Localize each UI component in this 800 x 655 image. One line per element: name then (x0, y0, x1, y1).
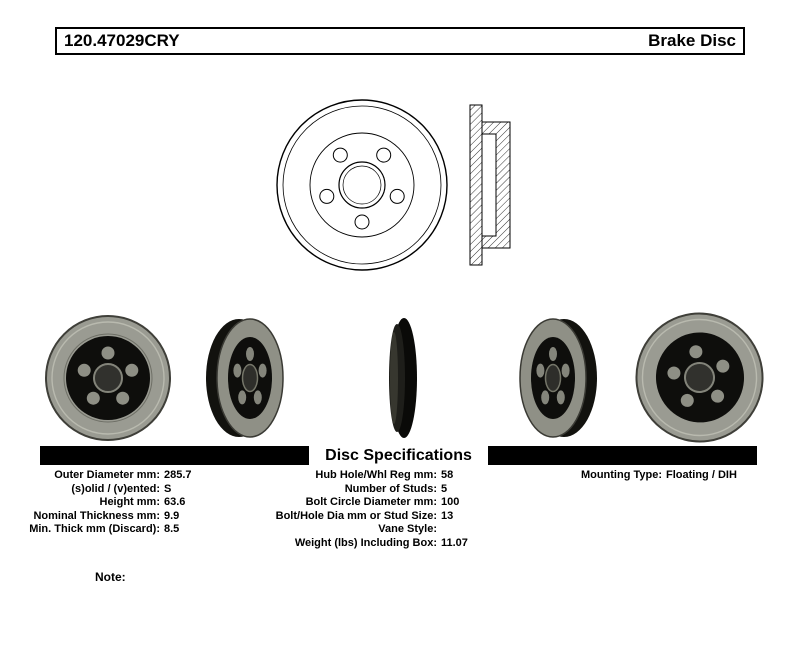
header-bar: 120.47029CRY Brake Disc (55, 27, 745, 55)
spec-value: 100 (441, 496, 460, 509)
spec-section-header: Disc Specifications (40, 446, 757, 465)
note-label: Note: (95, 570, 126, 584)
spec-hub-hole: Hub Hole/Whl Reg mm: 58 (230, 469, 468, 483)
spec-column-center: Hub Hole/Whl Reg mm: 58 Number of Studs:… (230, 469, 468, 551)
photo-disc-front-view (45, 315, 171, 441)
spec-outer-diameter: Outer Diameter mm: 285.7 (20, 469, 192, 483)
spec-value: 8.5 (164, 523, 180, 536)
spec-value: 58 (441, 469, 454, 481)
photo-disc-front-angled-view (635, 312, 764, 443)
spec-label: Vane Style: (378, 523, 437, 536)
spec-label: Number of Studs: (344, 482, 437, 495)
spec-bolt-circle-diameter: Bolt Circle Diameter mm: 100 (230, 496, 468, 510)
spec-vane-style: Vane Style: (230, 523, 468, 537)
spec-value: 13 (441, 509, 454, 522)
spec-nominal-thickness: Nominal Thickness mm: 9.9 (20, 510, 192, 524)
divider-bar-left (40, 446, 310, 465)
spec-value: 285.7 (164, 469, 192, 481)
spec-height: Height mm: 63.6 (20, 496, 192, 510)
spec-column-left: Outer Diameter mm: 285.7 (s)olid / (v)en… (20, 469, 192, 537)
spec-value: 9.9 (164, 509, 180, 522)
spec-label: (s)olid / (v)ented: (71, 482, 160, 495)
part-number: 120.47029CRY (64, 31, 180, 50)
spec-solid-vented: (s)olid / (v)ented: S (20, 483, 192, 497)
spec-min-thickness: Min. Thick mm (Discard): 8.5 (20, 523, 192, 537)
spec-weight: Weight (lbs) Including Box: 11.07 (230, 537, 468, 551)
spec-label: Min. Thick mm (Discard): (29, 523, 160, 536)
spec-label: Height mm: (99, 496, 161, 509)
spec-value: 63.6 (164, 496, 186, 509)
technical-drawing-front-view (276, 99, 448, 271)
spec-label: Bolt/Hole Dia mm or Stud Size: (275, 509, 437, 522)
photo-disc-angled-left-view (206, 318, 284, 438)
divider-bar-right (487, 446, 757, 465)
spec-label: Weight (lbs) Including Box: (294, 536, 437, 549)
spec-value: 5 (441, 482, 448, 495)
spec-label: Nominal Thickness mm: (33, 509, 160, 522)
spec-label: Outer Diameter mm: (54, 469, 160, 481)
spec-bolt-hole-dia: Bolt/Hole Dia mm or Stud Size: 13 (230, 510, 468, 524)
spec-mounting-type: Mounting Type: Floating / DIH (540, 469, 737, 483)
spec-value: 11.07 (441, 536, 468, 549)
spec-value: Floating / DIH (666, 469, 737, 481)
technical-drawing-side-view (469, 104, 511, 266)
spec-label: Mounting Type: (580, 469, 662, 481)
product-title: Brake Disc (648, 31, 736, 50)
spec-label: Hub Hole/Whl Reg mm: (315, 469, 437, 481)
photo-disc-edge-view (389, 318, 417, 438)
spec-number-of-studs: Number of Studs: 5 (230, 483, 468, 497)
spec-section-title: Disc Specifications (325, 446, 472, 464)
spec-column-right: Mounting Type: Floating / DIH (540, 469, 737, 483)
photo-disc-angled-right-view (519, 318, 597, 438)
spec-value: S (164, 482, 172, 495)
spec-label: Bolt Circle Diameter mm: (305, 496, 437, 509)
